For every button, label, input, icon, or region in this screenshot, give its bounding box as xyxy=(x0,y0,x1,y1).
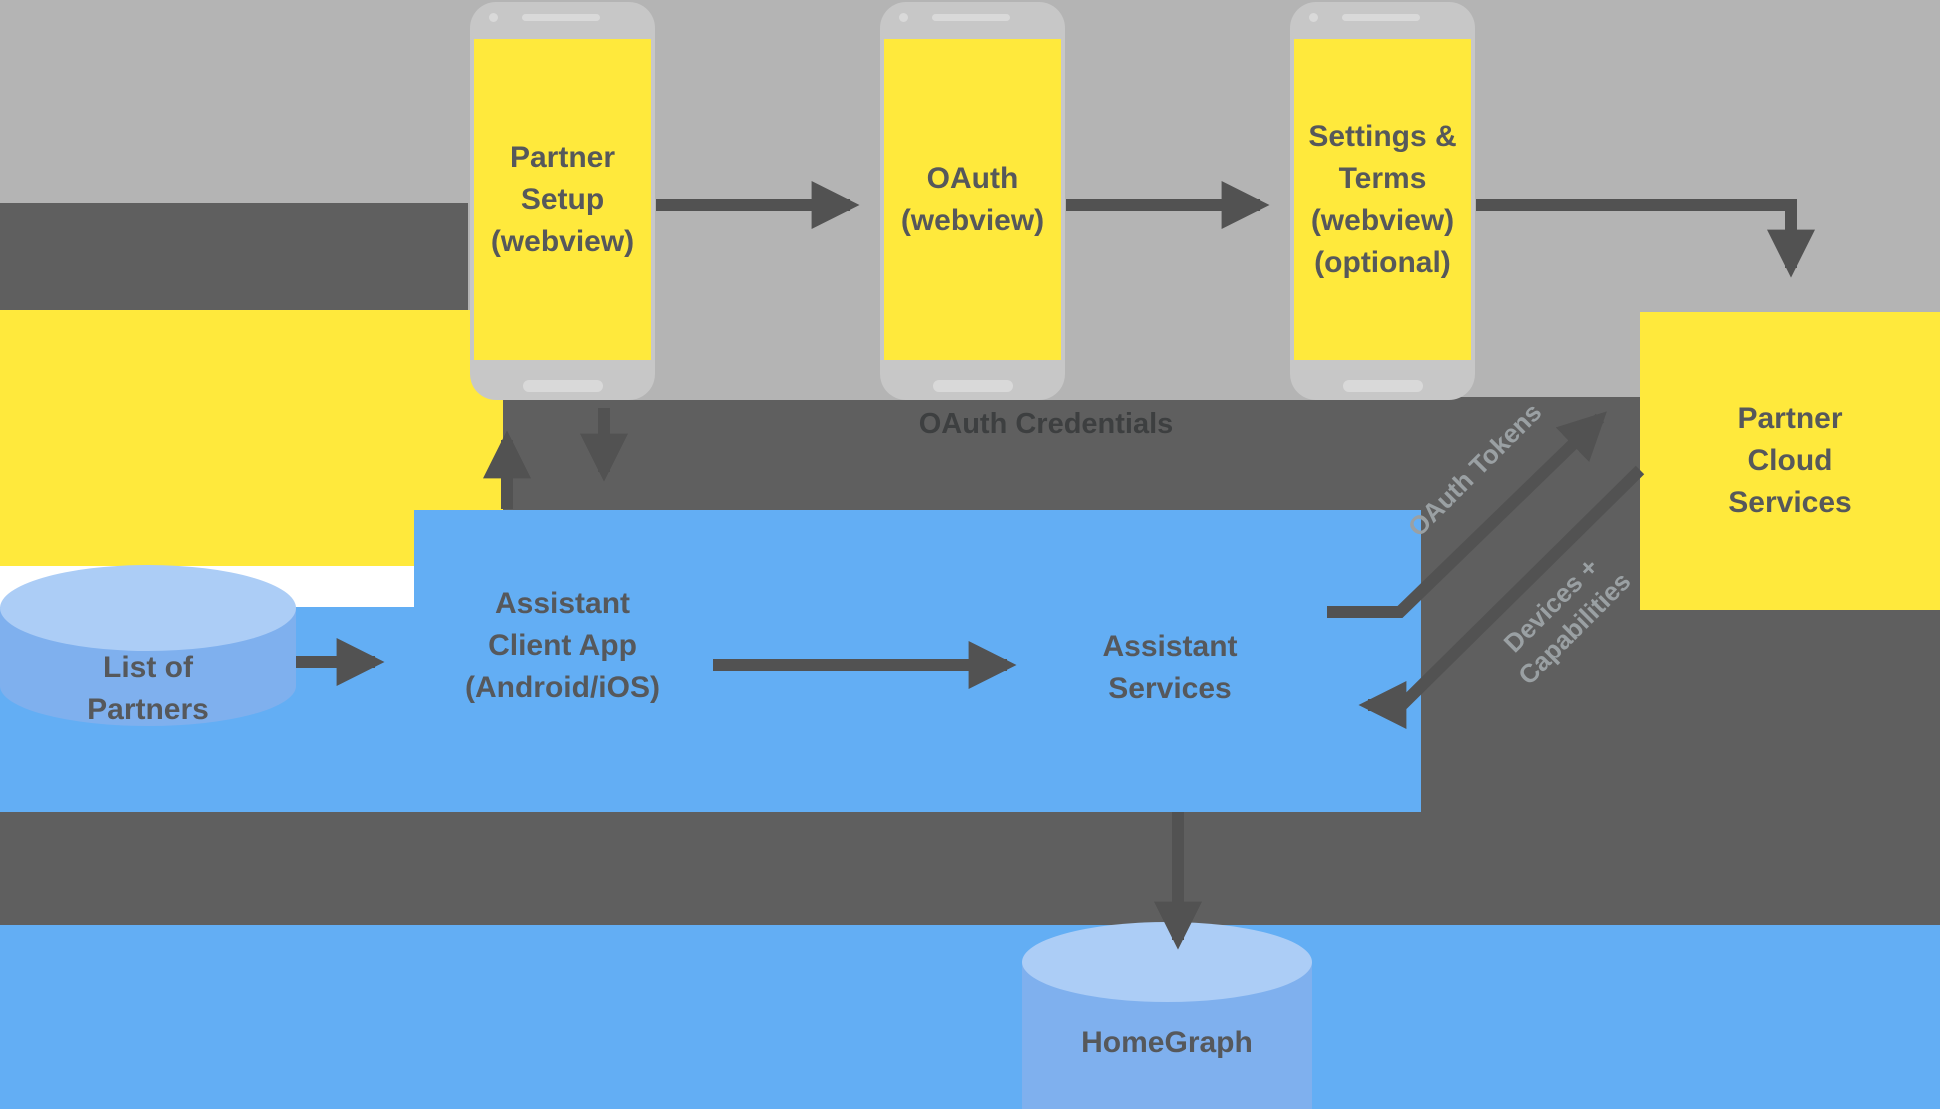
phone-speaker-icon xyxy=(522,14,600,21)
arrow-partner-cloud-to-services xyxy=(1358,465,1645,729)
oauth-credentials-label: OAuth Credentials xyxy=(918,408,1174,440)
partner-setup-line-2: Setup xyxy=(520,182,605,216)
assistant-services-label: Assistant Services xyxy=(1020,626,1320,710)
assistant-services-line-2: Services xyxy=(1108,672,1232,705)
partner-cloud-line-2: Cloud xyxy=(1747,444,1833,477)
settings-terms-line-4: (optional) xyxy=(1314,245,1451,279)
phone-home-button-icon xyxy=(1342,380,1423,392)
arrow-services-to-partner-cloud xyxy=(1327,411,1607,618)
phone-home-button-icon xyxy=(932,380,1013,392)
partner-setup-line-3: (webview) xyxy=(490,224,635,258)
settings-terms-line-3: (webview) xyxy=(1310,203,1455,237)
partner-cloud-services-box: Partner Cloud Services xyxy=(1640,312,1940,610)
list-of-partners-cylinder-top xyxy=(0,565,296,651)
partner-setup-phone: Partner Setup (webview) xyxy=(470,2,655,400)
settings-terms-line-1: Settings & xyxy=(1308,119,1457,153)
list-of-partners-line-2: Partners xyxy=(87,693,209,726)
settings-terms-line-2: Terms xyxy=(1338,161,1427,195)
settings-terms-phone: Settings & Terms (webview) (optional) xyxy=(1290,2,1475,400)
assistant-services-line-1: Assistant xyxy=(1102,630,1238,663)
phone-speaker-icon xyxy=(1342,14,1420,21)
assistant-client-line-1: Assistant xyxy=(494,587,631,620)
phone-camera-icon xyxy=(1309,13,1318,22)
phone-home-button-icon xyxy=(522,380,603,392)
phone-camera-icon xyxy=(899,13,908,22)
assistant-client-line-3: (Android/iOS) xyxy=(465,671,660,704)
oauth-screen: OAuth (webview) xyxy=(884,39,1061,360)
oauth-line-1: OAuth xyxy=(926,161,1019,195)
left-dark-band xyxy=(0,203,468,310)
partner-setup-screen: Partner Setup (webview) xyxy=(474,39,651,360)
oauth-line-2: (webview) xyxy=(900,203,1045,237)
phone-speaker-icon xyxy=(932,14,1010,21)
bottom-blue-band xyxy=(0,925,1940,1109)
oauth-phone: OAuth (webview) xyxy=(880,2,1065,400)
partner-cloud-services-label: Partner Cloud Services xyxy=(1640,312,1940,610)
homegraph-label: HomeGraph xyxy=(1081,1026,1253,1059)
phone-camera-icon xyxy=(489,13,498,22)
partner-cloud-line-1: Partner xyxy=(1737,402,1843,435)
settings-terms-screen: Settings & Terms (webview) (optional) xyxy=(1294,39,1471,360)
assistant-client-line-2: Client App xyxy=(488,629,637,662)
partner-cloud-line-3: Services xyxy=(1728,486,1852,519)
assistant-client-app-label: Assistant Client App (Android/iOS) xyxy=(380,583,745,709)
list-of-partners-label: List of Partners xyxy=(0,647,296,731)
bottom-dark-band xyxy=(0,812,1940,925)
arrow-settings-to-partner-cloud xyxy=(1476,199,1815,278)
partner-setup-line-1: Partner xyxy=(509,140,616,174)
list-of-partners-line-1: List of xyxy=(103,651,193,684)
